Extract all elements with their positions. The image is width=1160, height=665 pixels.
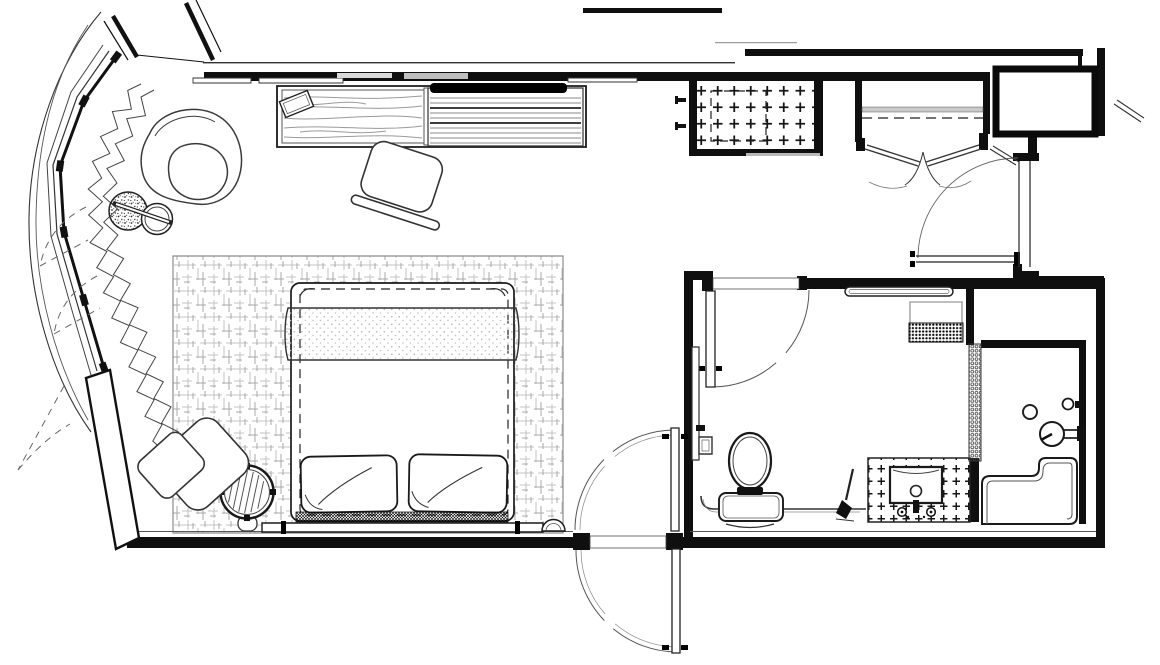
paper-holder <box>696 425 705 431</box>
accessory-stand <box>836 469 854 521</box>
sink-drain <box>911 486 922 497</box>
wardrobe-doors <box>865 145 981 188</box>
bathroom-door-swing <box>712 290 809 387</box>
faucet <box>913 500 919 513</box>
solid-angled-wall <box>86 370 139 549</box>
toilet <box>699 433 783 528</box>
entry-door <box>575 428 688 653</box>
entry-door-leaf-outer <box>672 549 680 653</box>
bathroom-door-leaf <box>706 291 715 387</box>
entry-door-leaf-inner <box>671 428 679 531</box>
tv-media-unit <box>428 88 583 146</box>
curved-window-wall <box>18 12 139 549</box>
shower-valve <box>1063 399 1083 410</box>
window-swing-dashed <box>18 207 100 470</box>
service-shaft <box>697 80 820 156</box>
double-bed <box>262 283 543 534</box>
corridor-door <box>910 158 1020 267</box>
desk-console <box>277 83 586 147</box>
shower-mixer <box>1040 422 1085 446</box>
headboard-cushion <box>296 512 508 522</box>
hanging-rod <box>862 107 983 112</box>
shower-bench <box>982 458 1077 524</box>
drapery-curtain <box>88 84 178 450</box>
desk-chair <box>350 137 459 231</box>
wall-hooks <box>675 96 686 130</box>
lamp-base <box>542 520 565 532</box>
bathroom-threshold <box>713 278 799 289</box>
window-niche <box>990 100 1144 267</box>
wall-panel <box>692 347 699 460</box>
lounge-chair <box>134 405 254 525</box>
headboard-panel <box>262 523 543 532</box>
swivel-armchair <box>141 109 241 204</box>
tv-screen <box>430 83 567 93</box>
flush-plate <box>699 437 712 454</box>
wardrobe <box>862 107 983 188</box>
angled-pier <box>104 0 221 62</box>
glass-screen <box>969 344 981 461</box>
bathroom <box>692 278 1085 528</box>
pillow-left <box>301 455 398 513</box>
duct-box <box>996 69 1095 134</box>
vanity-counter <box>868 458 970 522</box>
towel-rail <box>845 287 953 296</box>
wall-trims <box>193 73 637 83</box>
pillow-right <box>409 454 508 513</box>
folded-throw <box>285 308 519 360</box>
shower <box>982 399 1085 525</box>
tablet-on-desk <box>279 91 313 118</box>
threshold <box>590 536 666 548</box>
mullion-blocks <box>55 50 123 375</box>
folded-towel <box>909 302 963 342</box>
media-slats <box>430 98 581 143</box>
floor-drain <box>1023 405 1037 419</box>
nesting-side-tables <box>109 192 173 235</box>
